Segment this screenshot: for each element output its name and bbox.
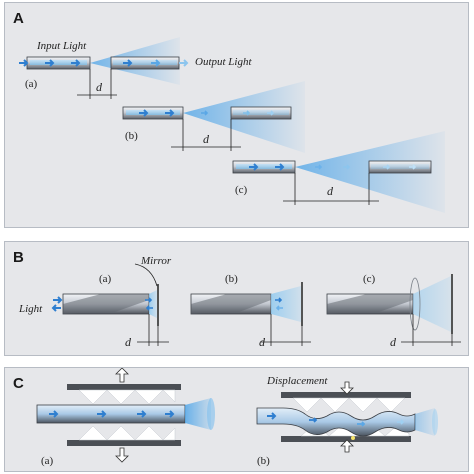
panel-b-diagram: B Light Mirror d (a) d (b)	[13, 249, 461, 349]
fiber-core	[113, 60, 177, 65]
arrow-icon	[409, 164, 417, 170]
fiber-pair-c: d (c)	[232, 131, 445, 213]
top-plate	[67, 384, 181, 390]
arrow-icon	[19, 59, 29, 67]
arrow-icon	[71, 59, 81, 67]
panel-c-diagram: C (a) Displacement (b)	[13, 368, 438, 467]
arrow-icon	[179, 59, 189, 67]
mirror-setup-a: Mirror d (a)	[51, 255, 172, 349]
arrow-icon	[45, 59, 55, 67]
sub-label: (a)	[25, 78, 38, 90]
gap-label: d	[96, 80, 103, 94]
arrow-icon	[137, 410, 147, 418]
arrow-icon	[275, 305, 283, 311]
panel-b-letter: B	[13, 249, 24, 266]
input-light-label: Input Light	[36, 40, 87, 52]
fiber-pair-b: d (b)	[122, 81, 305, 153]
mirror-setup-c: d (c)	[326, 273, 461, 349]
down-arrow-icon	[115, 447, 129, 463]
output-light-label: Output Light	[195, 56, 252, 68]
bottom-plate	[281, 436, 411, 442]
top-teeth	[292, 397, 406, 413]
sub-label: (b)	[225, 273, 238, 285]
fiber-pair-a: d Input Light Output Light (a)	[19, 37, 252, 99]
arrow-icon	[309, 417, 318, 423]
arrow-icon	[53, 296, 63, 304]
microbend-setup-a: (a)	[36, 368, 215, 467]
sub-label: (c)	[235, 184, 248, 196]
panel-a-diagram: A d Input Light Output Light (a)	[13, 10, 445, 213]
sub-label: (c)	[363, 273, 376, 285]
arrow-icon	[383, 164, 391, 170]
output-spot	[432, 409, 438, 435]
leaked-light	[351, 436, 355, 440]
mirror-label: Mirror	[140, 255, 172, 267]
arrow-icon	[151, 59, 161, 67]
light-label: Light	[18, 303, 43, 315]
gap-label: d	[259, 335, 266, 349]
bottom-teeth	[78, 425, 176, 441]
microbend-setup-b: Displacement (b)	[256, 375, 438, 467]
displacement-label: Displacement	[266, 375, 328, 387]
panel-b: B Light Mirror d (a) d (b)	[4, 241, 469, 356]
arrow-icon	[243, 110, 251, 116]
light-cone	[185, 398, 211, 430]
gap-label: d	[125, 335, 132, 349]
panel-c-letter: C	[13, 375, 24, 392]
up-arrow-icon	[115, 368, 129, 383]
lens	[409, 277, 421, 331]
panel-a: A d Input Light Output Light (a)	[4, 2, 469, 228]
arrow-icon	[357, 421, 366, 427]
light-cone	[415, 408, 435, 436]
arrow-icon	[145, 305, 153, 311]
bottom-plate	[67, 440, 181, 446]
arrow-icon	[97, 410, 107, 418]
arrow-icon	[51, 304, 61, 312]
down-arrow-icon	[340, 381, 354, 395]
gap-label: d	[390, 335, 397, 349]
top-plate	[281, 392, 411, 398]
arrow-icon	[267, 110, 275, 116]
gap-label: d	[327, 184, 334, 198]
light-cone	[271, 286, 301, 322]
arrow-icon	[165, 109, 175, 117]
panel-a-letter: A	[13, 10, 24, 27]
sub-label: (b)	[125, 130, 138, 142]
arrow-icon	[201, 110, 209, 116]
arrow-icon	[249, 163, 259, 171]
fiber	[36, 404, 186, 424]
arrow-icon	[165, 410, 175, 418]
arrow-icon	[275, 297, 283, 303]
arrow-icon	[343, 164, 351, 170]
mirror-setup-b: d (b)	[190, 273, 311, 349]
arrow-icon	[49, 410, 59, 418]
arrow-icon	[275, 163, 285, 171]
arrow-icon	[123, 59, 133, 67]
arrow-icon	[397, 419, 405, 425]
arrow-icon	[145, 297, 153, 303]
light-cone	[149, 290, 157, 318]
sub-label: (a)	[99, 273, 112, 285]
mirror-pointer	[134, 263, 158, 287]
output-spot	[207, 398, 215, 430]
fiber-core	[30, 60, 87, 65]
gap-label: d	[203, 132, 210, 146]
up-arrow-icon	[340, 439, 354, 453]
arrow-icon	[139, 109, 149, 117]
sub-label: (a)	[41, 455, 54, 467]
top-teeth	[78, 389, 176, 405]
panel-c: C (a) Displacement (b)	[4, 367, 469, 472]
arrow-icon	[267, 412, 277, 420]
sub-label: (b)	[257, 455, 270, 467]
light-cone	[413, 276, 451, 332]
arrow-icon	[315, 164, 323, 170]
